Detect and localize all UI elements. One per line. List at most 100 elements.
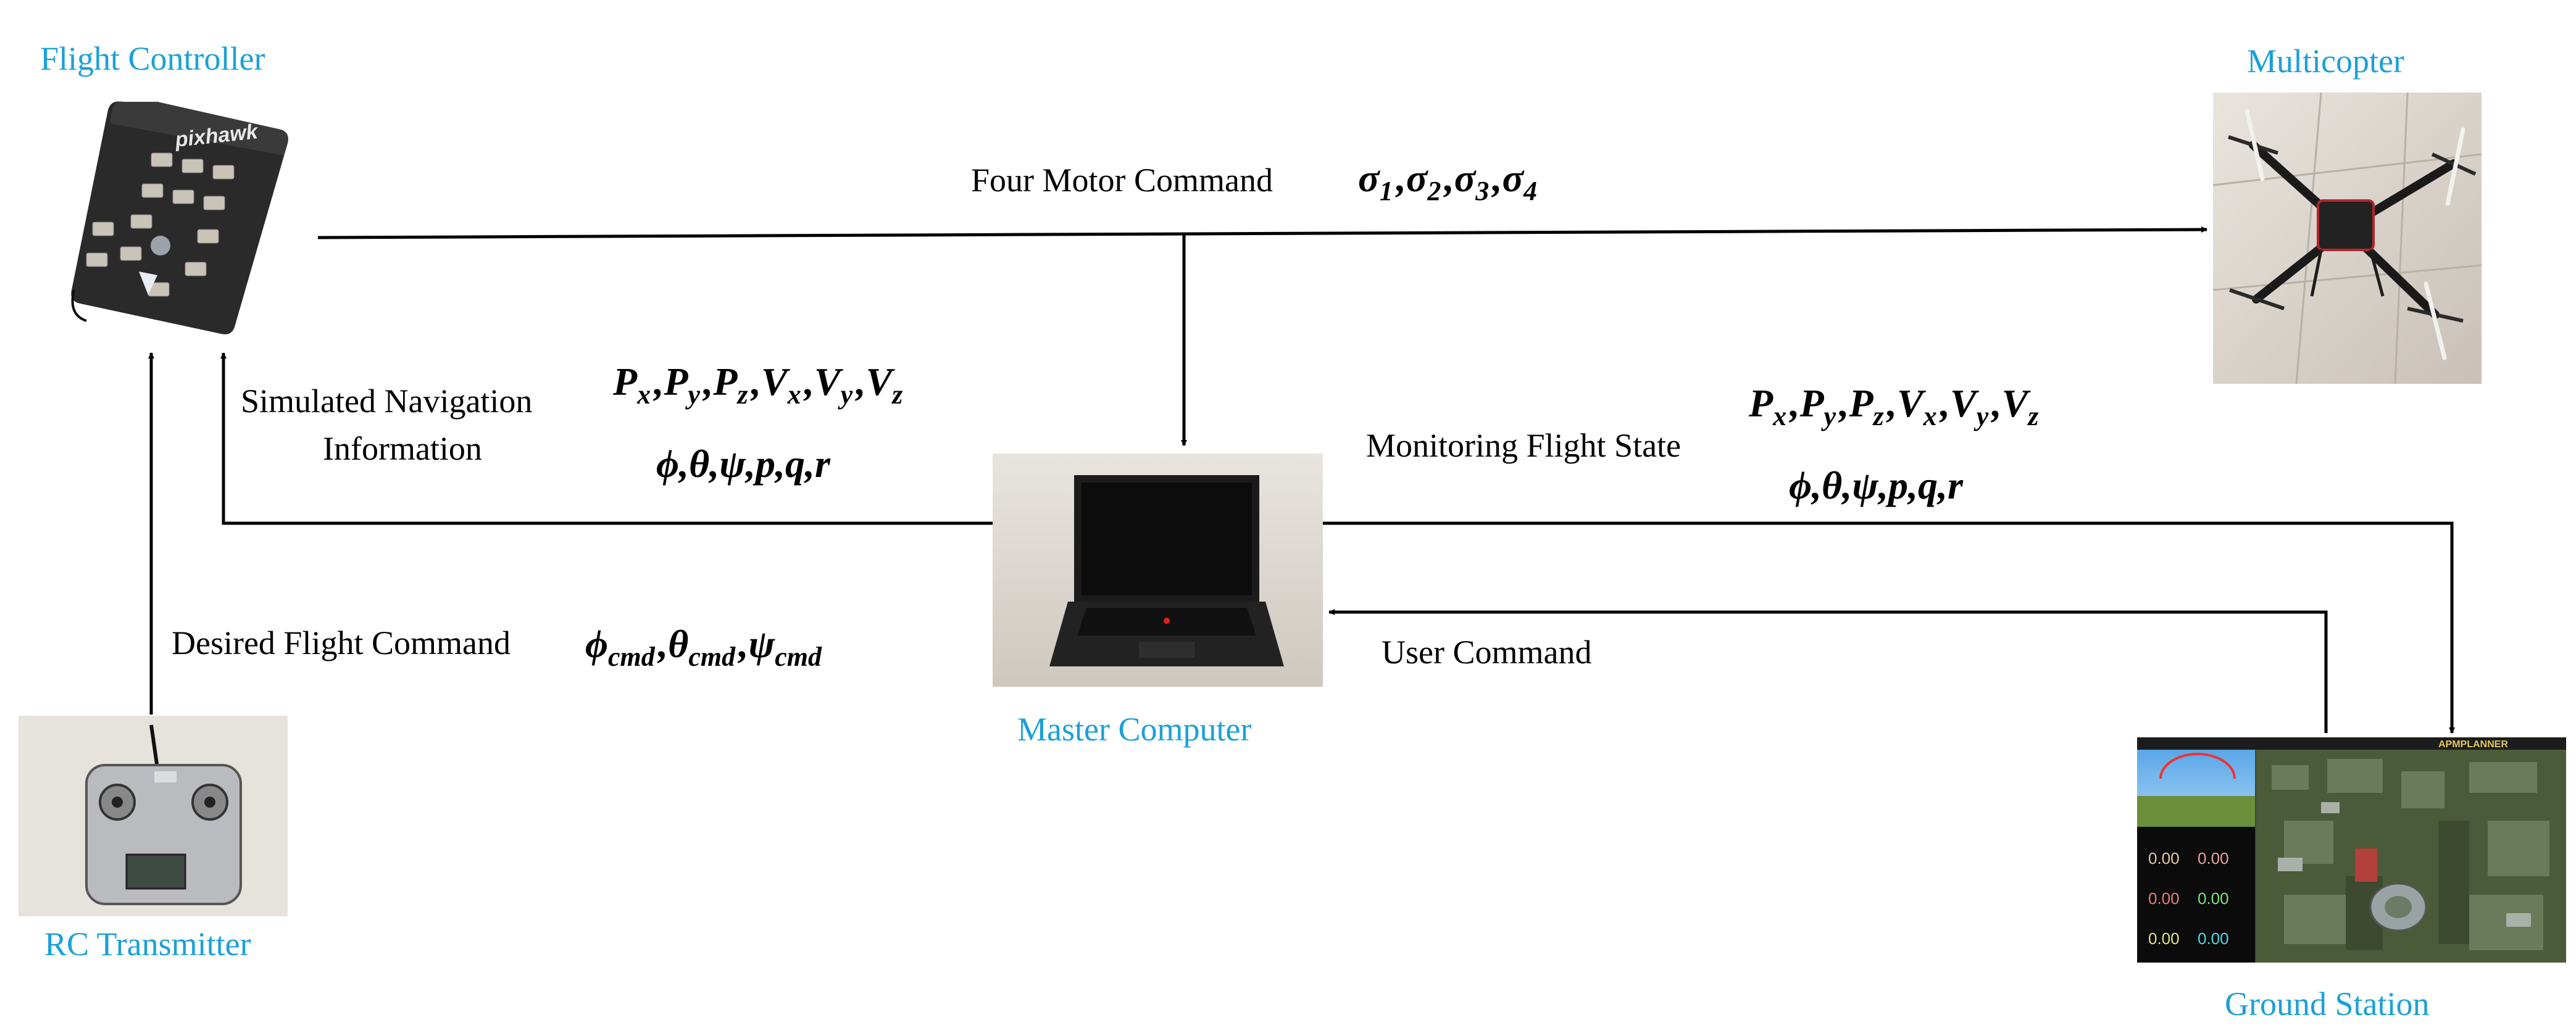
cmd-subscript: cmd (775, 642, 822, 672)
mon-separator: , (1936, 463, 1948, 507)
nav-symbol: θ (689, 442, 709, 486)
mon-symbol: V (1897, 381, 1927, 425)
nav-symbol: r (815, 442, 831, 486)
nav-separator: , (804, 442, 815, 486)
cmd-symbol: ψ (748, 622, 775, 666)
monitoring-label: Monitoring Flight State (1366, 427, 1681, 464)
ground-station-node: APMPLANNER (2137, 737, 2566, 1022)
nav-symbol: P (712, 360, 738, 404)
multicopter-node: Multicopter (2212, 43, 2482, 384)
multicopter-title: Multicopter (2247, 43, 2404, 80)
ground-station-title: Ground Station (2225, 985, 2430, 1022)
mon-symbol: ϕ (1789, 463, 1812, 507)
arrow-user-command (1328, 609, 2328, 733)
master-computer-image (993, 454, 1323, 687)
nav-separator: , (708, 442, 719, 486)
gs-readout-3: 0.00 (2148, 889, 2180, 908)
mon-subscript: y (1974, 401, 1989, 431)
mon-symbol: q (1918, 463, 1938, 507)
user-command-label: User Command (1382, 634, 1591, 671)
motor-symbol: σ (1454, 156, 1477, 200)
desired-command-symbols: ϕcmd ,θcmd ,ψcmd (585, 622, 825, 672)
cmd-subscript: cmd (688, 642, 736, 672)
motor-separator: , (1491, 156, 1503, 200)
mon-subscript: x (1772, 401, 1786, 431)
nav-symbol: V (761, 360, 791, 404)
mon-subscript: y (1821, 401, 1836, 431)
cmd-separator: , (657, 622, 668, 666)
mon-subscript: z (2027, 401, 2038, 431)
mon-symbol: ψ (1852, 463, 1879, 507)
mon-symbol: p (1885, 463, 1908, 507)
arrow-simulated-navigation (220, 352, 993, 525)
multicopter-image (2212, 92, 2482, 384)
navigation-state-row2: ϕ,θ,ψ,p,q,r (656, 442, 831, 486)
nav-separator: , (678, 442, 689, 486)
nav-symbol: q (785, 442, 805, 486)
monitoring-state-row2: ϕ,θ,ψ,p,q,r (1789, 463, 1964, 507)
motor-symbol: σ (1406, 156, 1428, 200)
arrow-motor-command (317, 226, 2207, 239)
monitoring-state-row1: Px ,Py ,Pz ,Vx ,Vy ,Vz (1748, 381, 2042, 431)
nav-subscript: z (736, 379, 748, 410)
mon-symbol: P (1799, 381, 1824, 425)
ground-station-image: APMPLANNER (2137, 737, 2566, 963)
connectors (148, 226, 2455, 734)
navigation-label-line1: Simulated Navigation (241, 383, 532, 420)
flight-controller-node: Flight Controller pixhawk (28, 40, 318, 346)
mon-separator: , (1907, 463, 1918, 507)
mon-separator: , (1841, 463, 1852, 507)
mon-separator: , (1811, 463, 1822, 507)
nav-subscript: y (838, 379, 853, 410)
nav-separator: , (855, 360, 866, 404)
mon-separator: , (1788, 381, 1799, 425)
nav-symbol: ψ (719, 442, 746, 486)
nav-symbol: p (752, 442, 775, 486)
motor-subscript: 4 (1523, 176, 1537, 206)
nav-separator: , (774, 442, 785, 486)
mon-separator: , (1838, 381, 1849, 425)
mon-separator: , (1877, 463, 1888, 507)
master-computer-title: Master Computer (1017, 711, 1251, 748)
motor-symbol: σ (1503, 156, 1525, 200)
navigation-state-row1: Px ,Py ,Pz ,Vx ,Vy ,Vz (612, 360, 906, 410)
motor-command-label: Four Motor Command (971, 162, 1273, 199)
nav-symbol: V (814, 360, 844, 404)
apm-planner-brand: APMPLANNER (2438, 739, 2508, 750)
nav-separator: , (652, 360, 664, 404)
nav-separator: , (803, 360, 814, 404)
gs-readout-4: 0.00 (2198, 889, 2229, 908)
gs-readout-6: 0.00 (2198, 929, 2229, 948)
flight-controller-title: Flight Controller (40, 40, 265, 77)
nav-subscript: x (787, 379, 801, 410)
motor-command-symbols: σ1 ,σ2 ,σ3 ,σ4 (1358, 156, 1540, 206)
mon-symbol: P (1848, 381, 1874, 425)
nav-symbol: P (612, 360, 638, 404)
motor-separator: , (1395, 156, 1406, 200)
mon-subscript: x (1923, 401, 1937, 431)
motor-symbol: σ (1358, 156, 1380, 200)
mon-symbol: V (1950, 381, 1980, 425)
mon-symbol: V (2002, 381, 2032, 425)
motor-subscript: 3 (1475, 176, 1489, 206)
mon-separator: , (1886, 381, 1897, 425)
flight-controller-image: pixhawk (28, 86, 318, 346)
arrow-monitoring-flight-state (1323, 521, 2455, 734)
gs-readout-5: 0.00 (2148, 929, 2180, 948)
motor-subscript: 1 (1380, 176, 1393, 206)
master-computer-node: Master Computer (993, 454, 1323, 748)
gs-readout-1: 0.00 (2148, 849, 2180, 868)
mon-separator: , (1939, 381, 1950, 425)
rc-transmitter-image (19, 716, 288, 916)
nav-subscript: x (636, 379, 651, 410)
mon-symbol: P (1748, 381, 1774, 425)
motor-separator: , (1443, 156, 1454, 200)
nav-separator: , (702, 360, 713, 404)
navigation-label-line2: Information (323, 430, 482, 467)
motor-subscript: 2 (1427, 176, 1441, 206)
mon-separator: , (1991, 381, 2002, 425)
nav-symbol: V (866, 360, 896, 404)
rc-transmitter-node: RC Transmitter (19, 716, 288, 963)
cmd-symbol: ϕ (585, 622, 608, 666)
